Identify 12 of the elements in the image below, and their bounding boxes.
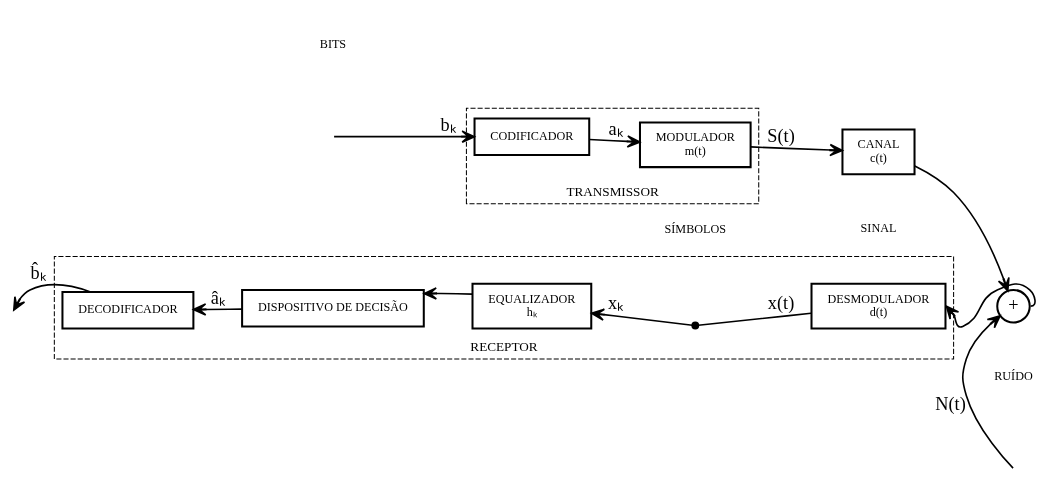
label: BITS [319, 37, 347, 52]
label: RUÍDO [994, 369, 1033, 384]
edge-label: aₖ [608, 119, 623, 140]
edge-label: S(t) [767, 126, 795, 147]
label: SÍMBOLOS [664, 222, 727, 237]
edge-label: x(t) [767, 292, 795, 313]
edge-label: xₖ [608, 292, 624, 313]
edge-label: bₖ [440, 114, 456, 135]
edge-label: b̂ₖ [30, 263, 46, 284]
edge-label: âₖ [210, 287, 225, 308]
label: SINAL [860, 221, 897, 236]
edge-label: N(t) [935, 394, 966, 415]
